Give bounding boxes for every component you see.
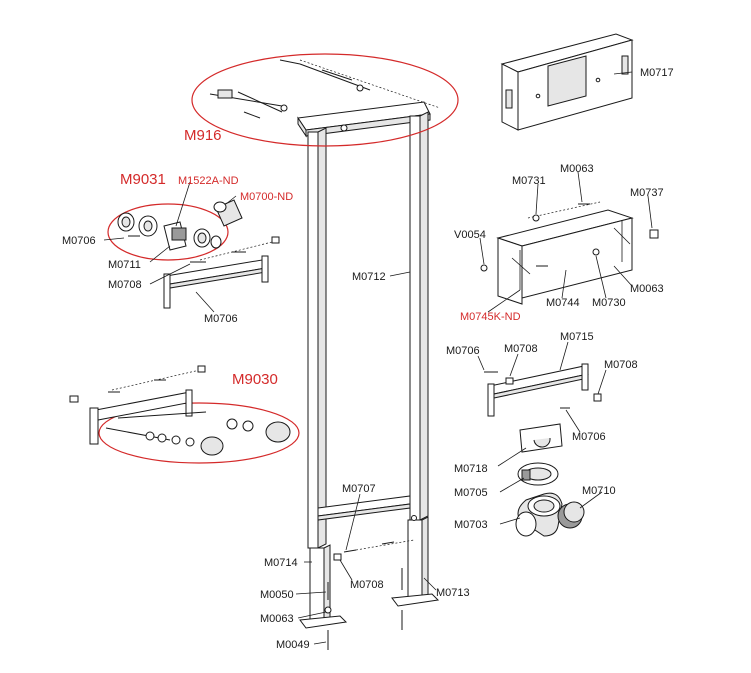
main-frame-m0712: [297, 101, 440, 629]
label-m1522a-nd: M1522A-ND: [178, 175, 239, 187]
part-labels: M0717 M916 M9031 M1522A-ND M0700-ND M070…: [62, 67, 674, 651]
hardware-group-m916: [191, 53, 459, 147]
label-m0744: M0744: [546, 297, 580, 309]
label-m0708-d: M0708: [350, 579, 384, 591]
label-m0745k-nd: M0745K-ND: [460, 311, 521, 323]
leader-lines: [103, 71, 653, 645]
label-m0714: M0714: [264, 557, 298, 569]
label-m0703: M0703: [454, 519, 488, 531]
bracket-m0744: [480, 201, 659, 305]
hardware-group-m9031: [107, 199, 243, 261]
hardware-group-m9030: [69, 365, 300, 464]
label-m0705: M0705: [454, 487, 488, 499]
cap-m0710: [557, 501, 585, 529]
label-m916: M916: [184, 127, 222, 144]
lower-hardware: [324, 539, 415, 650]
label-m0063-b: M0063: [630, 283, 664, 295]
ring-m0705: [517, 462, 559, 486]
label-m0737: M0737: [630, 187, 664, 199]
label-m0706-d: M0706: [572, 431, 606, 443]
bracket-m0715: [484, 363, 602, 417]
label-m0718: M0718: [454, 463, 488, 475]
label-m0717: M0717: [640, 67, 674, 79]
label-m9031: M9031: [120, 171, 166, 188]
label-m0706-a: M0706: [62, 235, 96, 247]
label-m0063-a: M0063: [560, 163, 594, 175]
label-m0707: M0707: [342, 483, 376, 495]
label-m0715: M0715: [560, 331, 594, 343]
label-m0708-b: M0708: [504, 343, 538, 355]
label-m0700-nd: M0700-ND: [240, 191, 293, 203]
label-m0063-c: M0063: [260, 613, 294, 625]
label-m0713: M0713: [436, 587, 470, 599]
label-m0706-b: M0706: [204, 313, 238, 325]
cover-plate-m0717: [500, 33, 634, 131]
clamp-plate-m0718: [519, 423, 563, 453]
label-m0711: M0711: [108, 259, 141, 271]
label-m9030: M9030: [232, 371, 278, 388]
label-m0731: M0731: [512, 175, 546, 187]
label-m0049: M0049: [276, 639, 310, 651]
label-m0706-c: M0706: [446, 345, 480, 357]
label-m0710: M0710: [582, 485, 616, 497]
elbow-m0703: [515, 492, 563, 537]
label-m0708-c: M0708: [604, 359, 638, 371]
label-m0712: M0712: [352, 271, 386, 283]
label-m0708-a: M0708: [108, 279, 142, 291]
label-m0730: M0730: [592, 297, 626, 309]
label-v0054: V0054: [454, 229, 486, 241]
label-m0050: M0050: [260, 589, 294, 601]
bracket-m0706: [128, 235, 281, 309]
